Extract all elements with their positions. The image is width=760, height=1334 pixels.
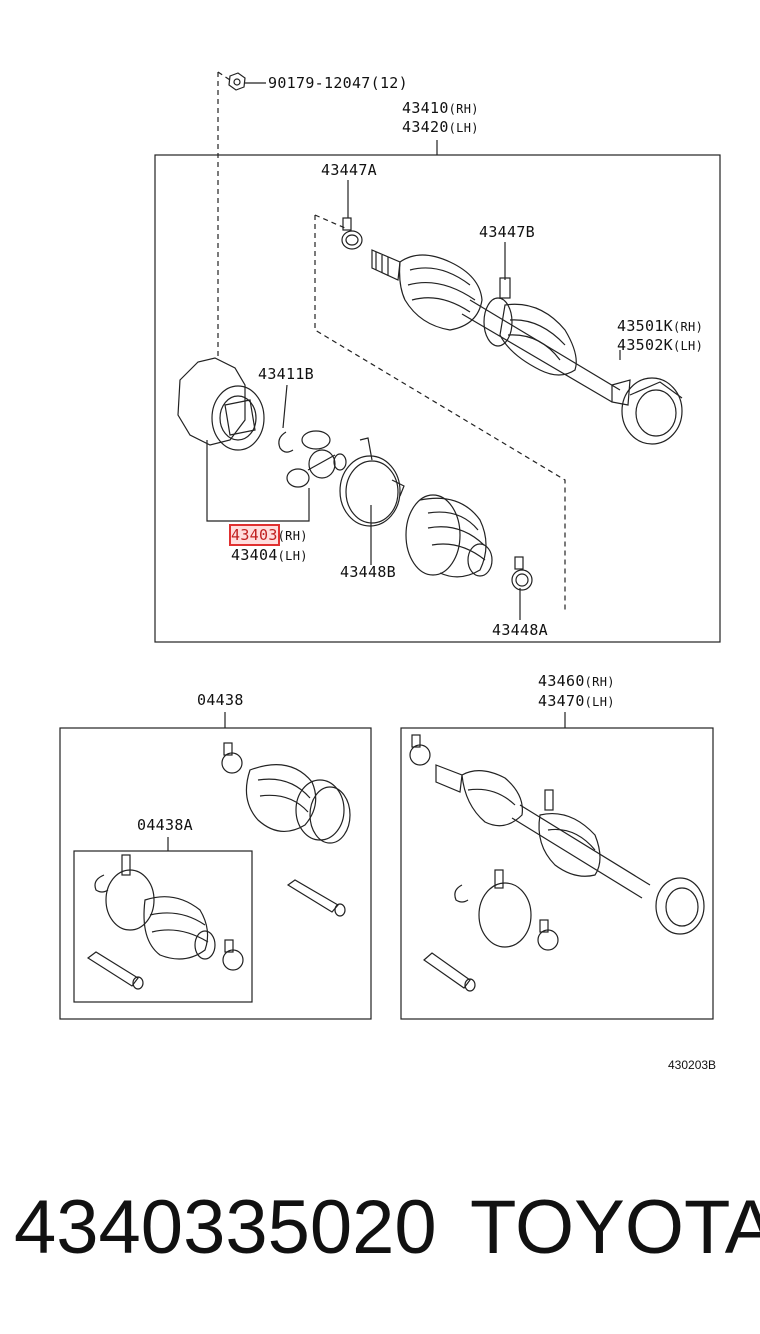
clamp-43448a-icon xyxy=(511,556,533,591)
outboard-shaft-icon xyxy=(409,734,705,992)
label-bolt: 90179-12047(12) xyxy=(268,74,408,92)
label-shaft-rh-suffix: (RH) xyxy=(448,102,479,116)
label-joint-lh-number: 43404 xyxy=(231,546,278,564)
bolt-icon xyxy=(228,72,246,91)
label-outboard-lh: 43470(LH) xyxy=(538,694,615,709)
label-outboard-rh-number: 43460 xyxy=(538,672,585,690)
label-boot-rh-number: 43501K xyxy=(617,317,673,335)
label-boot-lh-number: 43502K xyxy=(617,336,673,354)
label-joint-lh-suffix: (LH) xyxy=(277,549,308,563)
inner-boot-icon xyxy=(405,494,493,578)
kit-04438a-parts-icon xyxy=(86,854,346,990)
kit-04438-boot-icon xyxy=(221,742,351,844)
label-joint-rh-suffix: (RH) xyxy=(277,529,308,543)
label-boot-lh: 43502K(LH) xyxy=(617,338,703,353)
highlighted-part-number[interactable]: 43403 xyxy=(229,524,280,546)
label-kit-04438a: 04438A xyxy=(137,816,193,834)
label-kit-04438: 04438 xyxy=(197,691,244,709)
label-boot-rh-suffix: (RH) xyxy=(673,320,704,334)
label-outboard-lh-number: 43470 xyxy=(538,692,585,710)
inboard-joint-housing-icon xyxy=(177,357,265,451)
seal-ring-icon xyxy=(621,377,683,445)
tripod-joint-icon xyxy=(286,430,347,488)
label-clamp-43448a: 43448A xyxy=(492,621,548,639)
label-joint-lh: 43404(LH) xyxy=(231,548,308,563)
label-outboard-rh: 43460(RH) xyxy=(538,674,615,689)
label-shaft-rh-number: 43410 xyxy=(402,99,449,117)
label-shaft-lh-suffix: (LH) xyxy=(448,121,479,135)
kit-04438-frame xyxy=(59,727,372,1020)
label-shaft-rh: 43410(RH) xyxy=(402,101,479,116)
label-outboard-rh-suffix: (RH) xyxy=(584,675,615,689)
kit-04438a-frame xyxy=(73,850,253,1003)
boot-band-icon xyxy=(339,437,405,527)
outboard-assembly-frame xyxy=(400,727,714,1020)
label-shaft-lh: 43420(LH) xyxy=(402,120,479,135)
label-snap-43411b: 43411B xyxy=(258,365,314,383)
label-outboard-lh-suffix: (LH) xyxy=(584,695,615,709)
label-joint-rh[interactable]: 43403(RH) xyxy=(229,524,308,546)
label-boot-rh: 43501K(RH) xyxy=(617,319,703,334)
clamp-43447b-icon xyxy=(499,277,511,299)
label-clamp-43447a: 43447A xyxy=(321,161,377,179)
assembly-frame xyxy=(154,154,721,643)
drive-shaft-icon xyxy=(371,249,631,406)
clamp-43447a-icon xyxy=(341,217,363,250)
label-shaft-lh-number: 43420 xyxy=(402,118,449,136)
diagram-reference-code: 430203B xyxy=(668,1058,717,1072)
snap-ring-icon xyxy=(278,431,294,453)
label-clamp-43447b: 43447B xyxy=(479,223,535,241)
footer-part-number: 4340335020 xyxy=(14,1185,437,1270)
label-clamp-43448b: 43448B xyxy=(340,563,396,581)
footer-brand: TOYOTA xyxy=(470,1185,760,1270)
label-boot-lh-suffix: (LH) xyxy=(673,339,704,353)
